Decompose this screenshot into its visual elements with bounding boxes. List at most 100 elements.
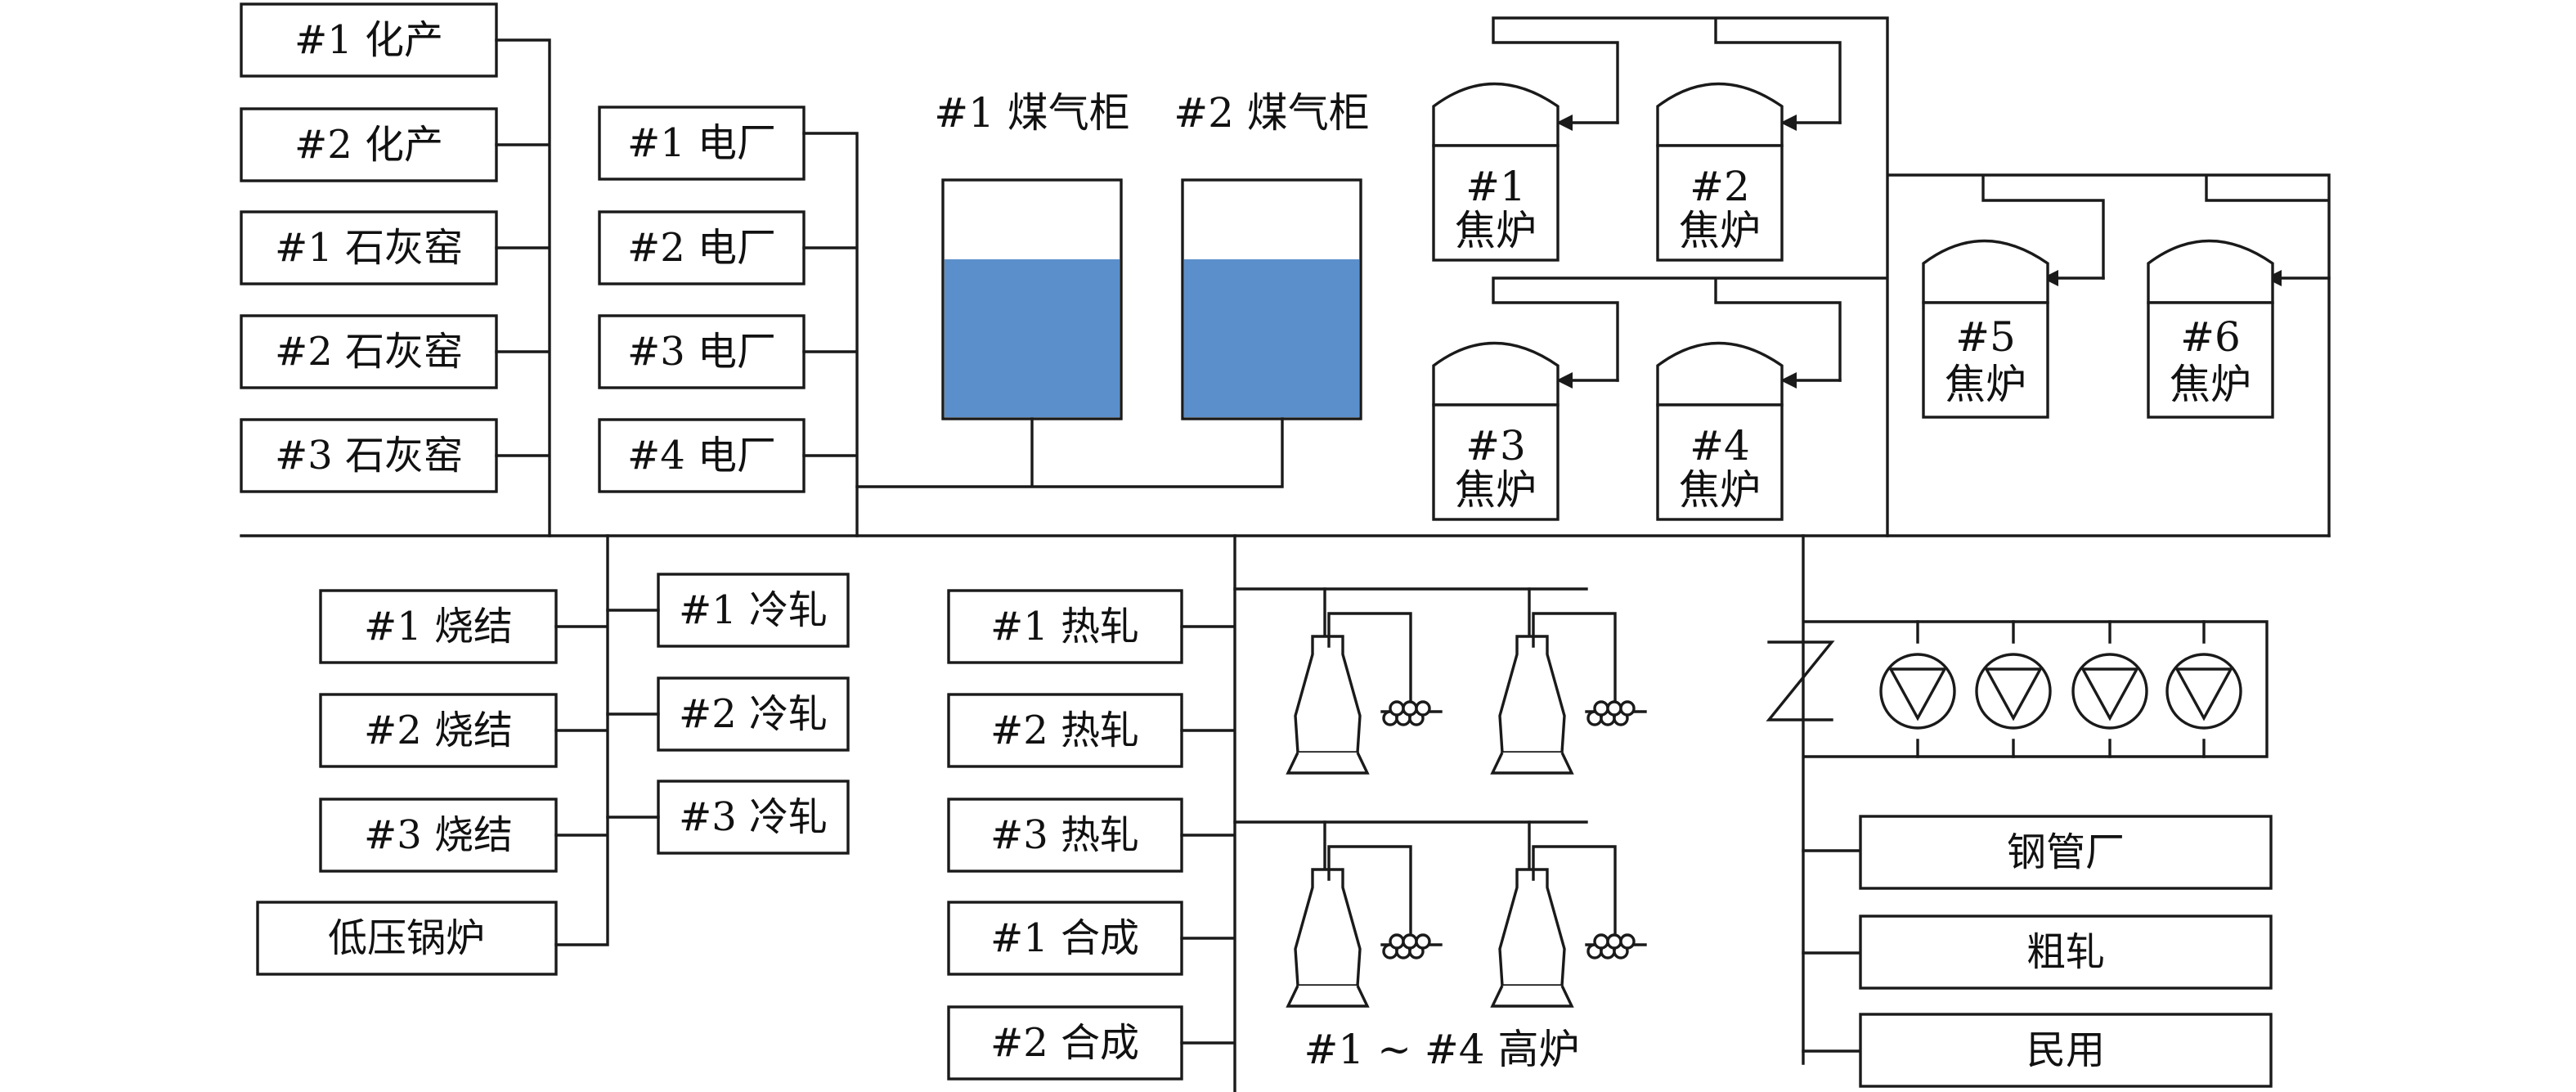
coke-oven-return-arrows — [1559, 121, 2331, 382]
coke-oven-num-3: #3 — [1465, 422, 1526, 470]
sintering-box-1: #1 烧结 — [319, 589, 558, 664]
hot-rolling-group: #1 热轧 #2 热轧 #3 热轧 #1 合成 #2 合成 — [947, 534, 1236, 1092]
ore-pellets-2 — [1586, 700, 1636, 726]
pump-icon-4 — [2165, 620, 2242, 758]
cold-rolling-label-2: #2 冷轧 — [679, 691, 828, 737]
low-pressure-boiler-box: 低压锅炉 — [256, 901, 558, 976]
power-plant-box-3: #3 电厂 — [598, 314, 806, 389]
gas-holder-label-1: #1 煤气柜 — [934, 89, 1130, 137]
coke-oven-num-5: #5 — [1955, 313, 2016, 361]
consumer-label-1: #1 化产 — [294, 17, 443, 63]
sintering-group: #1 烧结 #2 烧结 #3 烧结 低压锅炉 — [256, 534, 609, 976]
blast-furnaces: #1 ~ #4 高炉 — [1233, 587, 1647, 1073]
downstream-label-3: 民用 — [2026, 1027, 2105, 1073]
compressor-icon — [1766, 640, 1835, 721]
coke-oven-6: #6 焦炉 — [2147, 239, 2274, 419]
coke-oven-name-6: 焦炉 — [2170, 361, 2251, 408]
low-pressure-boiler-label: 低压锅炉 — [328, 915, 485, 961]
consumer-label-4: #2 石灰窑 — [275, 329, 463, 375]
coke-oven-1: #1 焦炉 — [1432, 82, 1560, 262]
coke-oven-3: #3 焦炉 — [1432, 341, 1560, 521]
downstream-box-1: 钢管厂 — [1859, 815, 2273, 890]
gas-holders: #1 煤气柜 #2 煤气柜 — [855, 89, 1370, 488]
consumer-label-2: #2 化产 — [294, 122, 443, 168]
power-plant-label-2: #2 电厂 — [627, 225, 776, 271]
consumer-connector-lines — [495, 38, 551, 537]
sintering-label-3: #3 烧结 — [364, 812, 513, 858]
gas-holder-label-2: #2 煤气柜 — [1174, 89, 1370, 137]
coke-oven-name-1: 焦炉 — [1455, 207, 1537, 254]
cold-rolling-label-3: #3 冷轧 — [679, 794, 828, 840]
coke-oven-feed-lines — [1492, 16, 2331, 537]
downstream-label-1: 钢管厂 — [2007, 829, 2125, 875]
blast-furnace-4 — [1490, 820, 1647, 1008]
pump-icon-3 — [2071, 620, 2148, 758]
consumer-box-1: #1 化产 — [240, 2, 498, 78]
coke-oven-4: #4 焦炉 — [1656, 341, 1784, 521]
sintering-box-2: #2 烧结 — [319, 693, 558, 768]
coke-oven-num-6: #6 — [2180, 313, 2241, 361]
power-plants: #1 电厂 #2 电厂 #3 电厂 #4 电厂 — [598, 106, 859, 537]
cold-rolling-group: #1 冷轧 #2 冷轧 #3 冷轧 — [606, 573, 850, 855]
synthesis-box-2: #2 合成 — [947, 1005, 1183, 1081]
power-plant-box-1: #1 电厂 — [598, 106, 806, 181]
consumers-top-left: #1 化产 #2 化产 #1 石灰窑 #2 石灰窑 #3 石灰窑 — [240, 2, 551, 537]
ore-pellets-4 — [1586, 933, 1636, 959]
sintering-connector-lines — [554, 534, 609, 946]
pump-station-frame — [1802, 534, 2269, 1065]
power-plant-box-2: #2 电厂 — [598, 210, 806, 285]
consumer-box-2: #2 化产 — [240, 107, 498, 182]
gas-holder-pipes — [855, 417, 1284, 488]
coke-oven-name-3: 焦炉 — [1455, 466, 1537, 514]
consumer-box-5: #3 石灰窑 — [240, 418, 498, 493]
consumer-box-4: #2 石灰窑 — [240, 314, 498, 389]
power-plant-label-4: #4 电厂 — [627, 433, 776, 479]
hot-rolling-label-3: #3 热轧 — [990, 812, 1139, 858]
coke-ovens: #1 焦炉 #2 焦炉 #3 焦炉 #4 焦炉 #5 焦炉 — [1432, 16, 2331, 537]
pump-icon-2 — [1975, 620, 2052, 758]
power-plant-connector-lines — [802, 132, 859, 537]
gas-holder-fill-1 — [945, 259, 1120, 417]
power-plant-label-3: #3 电厂 — [627, 329, 776, 375]
hot-rolling-label-1: #1 热轧 — [990, 604, 1139, 649]
blast-furnace-caption: #1 ~ #4 高炉 — [1304, 1026, 1580, 1073]
coke-oven-5: #5 焦炉 — [1922, 239, 2049, 419]
downstream-users: 钢管厂 粗轧 民用 — [1802, 815, 2273, 1088]
ore-pellets-3 — [1382, 933, 1431, 959]
coke-oven-name-2: 焦炉 — [1679, 207, 1761, 254]
blast-furnace-2 — [1490, 587, 1647, 775]
coke-oven-2: #2 焦炉 — [1656, 82, 1784, 262]
pump-icon-1 — [1879, 620, 1956, 758]
synthesis-box-1: #1 合成 — [947, 901, 1183, 976]
coke-oven-num-2: #2 — [1690, 163, 1750, 210]
pump-station — [1766, 534, 2269, 1065]
hot-rolling-connector-lines — [1180, 534, 1236, 1092]
coke-oven-name-4: 焦炉 — [1679, 466, 1761, 514]
coke-oven-num-1: #1 — [1465, 163, 1526, 210]
consumer-box-3: #1 石灰窑 — [240, 210, 498, 285]
consumer-label-3: #1 石灰窑 — [275, 225, 463, 271]
downstream-label-2: 粗轧 — [2026, 929, 2105, 975]
hot-rolling-box-1: #1 热轧 — [947, 589, 1183, 664]
power-plant-box-4: #4 电厂 — [598, 418, 806, 493]
cold-rolling-connector-lines — [606, 609, 660, 819]
downstream-connector-lines — [1802, 849, 1862, 1053]
consumer-label-5: #3 石灰窑 — [275, 433, 463, 479]
hot-rolling-box-3: #3 热轧 — [947, 798, 1183, 873]
hot-rolling-label-2: #2 热轧 — [990, 708, 1139, 753]
power-plant-label-1: #1 电厂 — [627, 120, 776, 166]
synthesis-label-1: #1 合成 — [990, 915, 1139, 961]
gas-holder-fill-2 — [1184, 259, 1359, 417]
sintering-label-2: #2 烧结 — [364, 708, 513, 753]
ore-pellets-1 — [1382, 700, 1431, 726]
downstream-box-3: 民用 — [1859, 1013, 2273, 1088]
coke-oven-num-4: #4 — [1690, 422, 1750, 470]
synthesis-label-2: #2 合成 — [990, 1020, 1139, 1066]
blast-furnace-1 — [1286, 587, 1443, 775]
cold-rolling-box-3: #3 冷轧 — [657, 780, 850, 855]
sintering-label-1: #1 烧结 — [364, 604, 513, 649]
sintering-box-3: #3 烧结 — [319, 798, 558, 873]
cold-rolling-box-2: #2 冷轧 — [657, 676, 850, 752]
hot-rolling-box-2: #2 热轧 — [947, 693, 1183, 768]
